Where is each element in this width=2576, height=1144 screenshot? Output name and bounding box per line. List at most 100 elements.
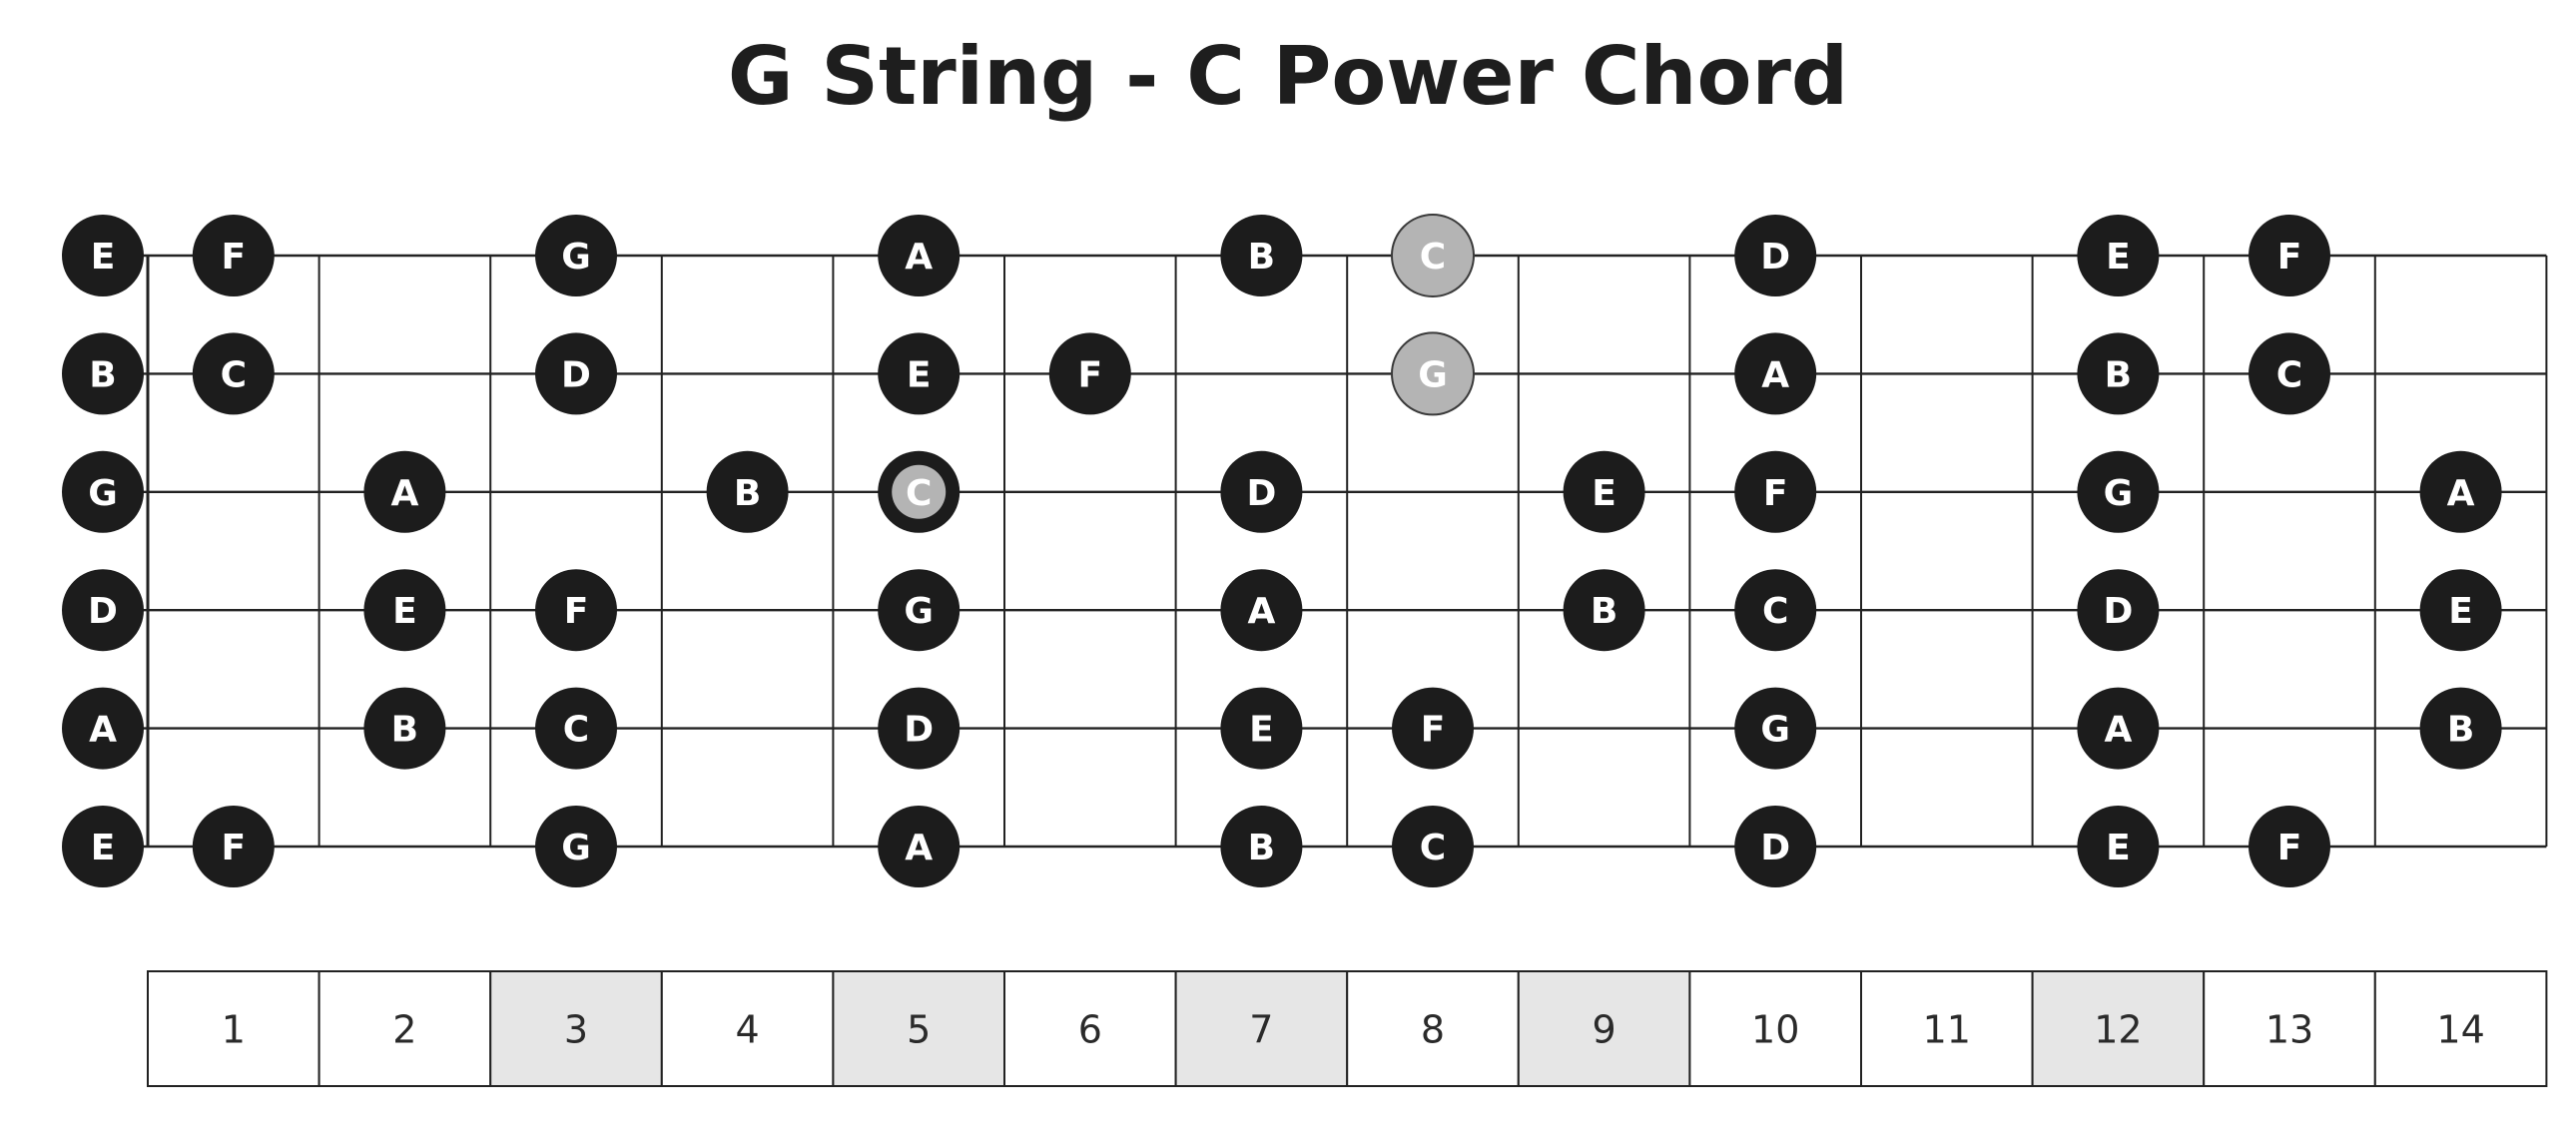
note-marker: F	[1734, 450, 1817, 533]
note-label: F	[2277, 828, 2302, 868]
note-dot	[2419, 569, 2502, 652]
note-dot	[192, 215, 275, 296]
chord-note-marker: C	[1391, 214, 1475, 297]
fret-number-cell-marked	[489, 970, 663, 1087]
note-label: A	[2447, 473, 2475, 514]
note-label: G	[561, 237, 591, 278]
note-marker: B	[706, 450, 789, 533]
note-dot	[62, 687, 144, 770]
note-label: C	[221, 354, 247, 395]
note-label: B	[1248, 828, 1275, 868]
note-marker: B	[2077, 332, 2160, 415]
note-dot	[363, 687, 446, 770]
fret-number: 13	[2265, 1008, 2313, 1052]
note-dot	[878, 569, 961, 652]
note-dot	[363, 569, 446, 652]
note-label: F	[1078, 354, 1103, 395]
note-marker: E	[2077, 215, 2160, 296]
note-marker: E	[2077, 806, 2160, 887]
note-dot	[1391, 214, 1475, 297]
note-dot	[62, 332, 144, 415]
note-marker: F	[2249, 806, 2330, 887]
note-dot	[1392, 687, 1474, 770]
page-title: G String - C Power Chord	[727, 30, 1849, 123]
note-label: E	[2448, 591, 2473, 632]
fret-number: 4	[736, 1008, 760, 1052]
chord-note-marker: G	[1391, 331, 1475, 416]
note-label: F	[1763, 473, 1788, 514]
note-dot	[535, 569, 617, 652]
note-label: D	[561, 354, 591, 395]
fret-number: 1	[222, 1008, 246, 1052]
note-dot	[1392, 806, 1474, 887]
note-label: B	[391, 710, 418, 751]
note-marker: A	[363, 450, 446, 533]
note-marker: A	[1734, 332, 1817, 415]
note-label: E	[392, 591, 417, 632]
fret-number: 8	[1421, 1008, 1445, 1052]
note-label: A	[1247, 591, 1275, 632]
note-label: G	[88, 473, 118, 514]
note-dot	[1734, 687, 1817, 770]
note-dot	[62, 569, 144, 652]
note-label: A	[905, 237, 933, 278]
note-label: F	[222, 237, 247, 278]
note-dot	[1734, 806, 1817, 887]
fret-number-cell	[318, 970, 492, 1087]
note-label: E	[91, 828, 116, 868]
note-dot	[706, 450, 789, 533]
note-dot	[1563, 450, 1645, 533]
note-marker: B	[363, 687, 446, 770]
note-marker: G	[2077, 450, 2160, 533]
note-dot	[1563, 569, 1645, 652]
note-dot	[2249, 806, 2330, 887]
note-label: A	[2104, 710, 2132, 751]
note-marker: D	[1734, 215, 1817, 296]
note-marker: G	[535, 806, 617, 887]
note-marker: D	[1734, 806, 1817, 887]
note-dot	[535, 806, 617, 887]
note-label: F	[1421, 710, 1446, 751]
note-label: D	[2103, 591, 2133, 632]
note-dot	[2077, 215, 2160, 296]
note-dot	[1220, 215, 1303, 296]
note-label: F	[2277, 237, 2302, 278]
note-marker: D	[1220, 450, 1303, 533]
note-marker: C	[1392, 806, 1474, 887]
note-dot	[1734, 569, 1817, 652]
note-dot	[2077, 687, 2160, 770]
note-dot	[878, 215, 961, 296]
note-label: A	[390, 473, 418, 514]
fret-number: 9	[1593, 1008, 1616, 1052]
note-label: E	[907, 354, 932, 395]
note-dot	[535, 215, 617, 296]
fret-number: 12	[2094, 1008, 2142, 1052]
note-label: B	[734, 473, 761, 514]
note-dot	[62, 806, 144, 887]
note-label: G	[1418, 354, 1448, 395]
note-dot	[1734, 215, 1817, 296]
note-label: D	[1246, 473, 1276, 514]
note-label: E	[1592, 473, 1616, 514]
note-dot	[62, 215, 144, 296]
note-dot	[1734, 332, 1817, 415]
note-dot	[2419, 450, 2502, 533]
note-marker: D	[535, 332, 617, 415]
note-label: G	[2104, 473, 2134, 514]
note-label: C	[1762, 591, 1788, 632]
note-marker: B	[2419, 687, 2502, 770]
note-marker: E	[62, 806, 144, 887]
note-marker: A	[62, 687, 144, 770]
note-dot	[2249, 332, 2330, 415]
note-marker: C	[192, 332, 275, 415]
note-marker: C	[1734, 569, 1817, 652]
note-dot	[535, 687, 617, 770]
fret-number: 14	[2436, 1008, 2484, 1052]
fret-number-cell	[660, 970, 835, 1087]
note-marker: E	[1220, 687, 1303, 770]
note-label: A	[89, 710, 117, 751]
note-marker: A	[2419, 450, 2502, 533]
